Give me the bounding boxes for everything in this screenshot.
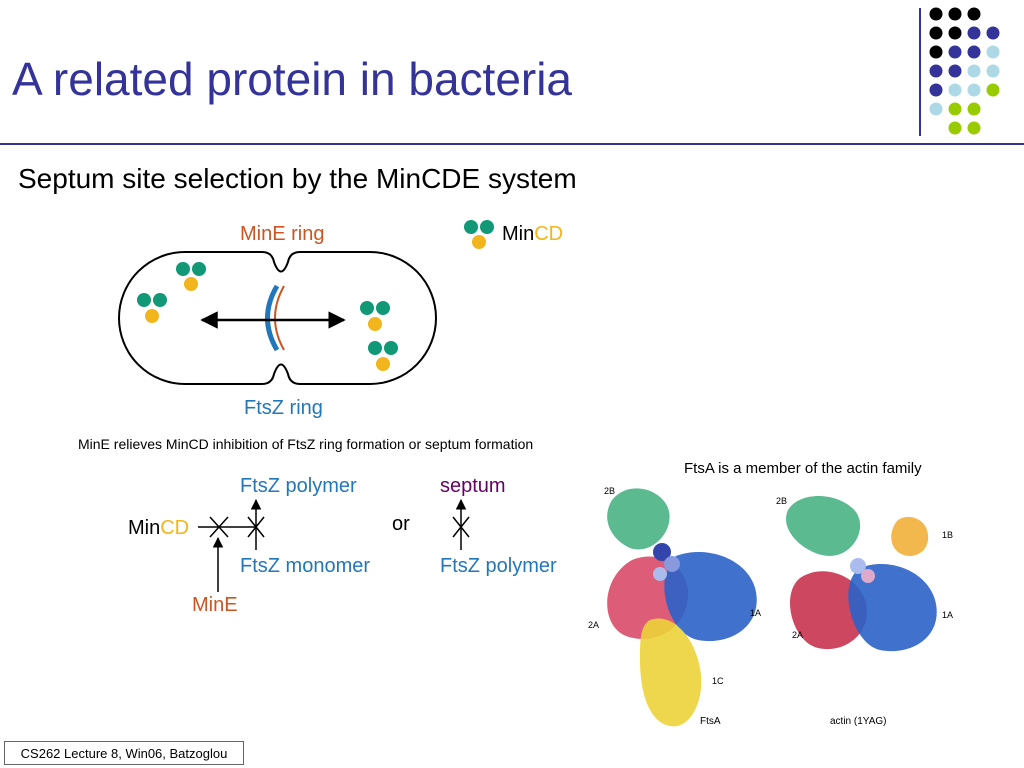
label-ftsz-ring: FtsZ ring xyxy=(244,397,323,419)
decor-dot xyxy=(929,26,943,40)
decor-dot xyxy=(929,83,943,97)
decor-dot xyxy=(967,26,981,40)
decor-dot-grid xyxy=(929,7,1000,135)
ftsa-label-1a: 1A xyxy=(750,608,761,618)
decor-dot xyxy=(967,45,981,59)
pathway-mine: MinE xyxy=(192,594,238,616)
mincd-complex xyxy=(176,262,206,291)
decor-dot xyxy=(967,83,981,97)
pathway-ftsz-polymer-2: FtsZ polymer xyxy=(440,555,557,577)
figure-heading: Septum site selection by the MinCDE syst… xyxy=(18,163,577,194)
label-mine-ring: MinE ring xyxy=(240,223,324,245)
structures-heading: FtsA is a member of the actin family xyxy=(684,460,922,477)
ftsa-label-2a: 2A xyxy=(588,620,599,630)
cell-outline xyxy=(118,251,437,385)
pathway-septum: septum xyxy=(440,475,506,497)
mincd-complex xyxy=(137,293,167,323)
decor-dot xyxy=(948,26,962,40)
actin-label-1b: 1B xyxy=(942,530,953,540)
pathway-ftsz-monomer: FtsZ monomer xyxy=(240,555,370,577)
mincd-legend-icon xyxy=(464,220,494,249)
decor-dot xyxy=(929,7,943,21)
mine-ring xyxy=(274,285,285,351)
pathway-or: or xyxy=(392,513,410,535)
ftsa-label-1c: 1C xyxy=(712,676,724,686)
decor-dot xyxy=(967,64,981,78)
slide-title: A related protein in bacteria xyxy=(12,53,573,105)
actin-label-2a: 2A xyxy=(792,630,803,640)
decor-dot xyxy=(948,64,962,78)
decor-dot xyxy=(967,7,981,21)
decor-dot xyxy=(929,45,943,59)
decor-dot xyxy=(948,7,962,21)
decor-dot xyxy=(948,102,962,116)
decor-dot xyxy=(929,64,943,78)
decor-vertical-rule xyxy=(919,8,921,136)
title-divider xyxy=(0,143,1024,145)
decor-dot xyxy=(948,121,962,135)
pathway-mincd-label: MinCD xyxy=(128,517,189,539)
pathway-ftsz-polymer: FtsZ polymer xyxy=(240,475,357,497)
decor-dot xyxy=(929,102,943,116)
mincd-complex xyxy=(360,301,390,331)
inhibition-cross xyxy=(209,516,229,538)
ftsa-structure-image xyxy=(607,488,757,727)
decor-dot xyxy=(967,121,981,135)
legend-mincd-label: MinCD xyxy=(502,223,563,245)
decor-dot xyxy=(967,102,981,116)
actin-label-2b: 2B xyxy=(776,496,787,506)
mincd-complex xyxy=(368,341,398,371)
decor-dot xyxy=(986,45,1000,59)
actin-structure-image xyxy=(786,495,937,652)
decor-dot xyxy=(986,26,1000,40)
ftsa-label-2b: 2B xyxy=(604,486,615,496)
figure-caption: MinE relieves MinCD inhibition of FtsZ r… xyxy=(78,436,533,452)
decor-dot xyxy=(986,83,1000,97)
mincde-figure: Septum site selection by the MinCDE syst… xyxy=(18,163,953,727)
septum-cross xyxy=(452,516,470,538)
decor-dot xyxy=(948,45,962,59)
polymerization-cross xyxy=(247,516,265,538)
ftsa-name: FtsA xyxy=(700,716,721,727)
actin-label-1a: 1A xyxy=(942,610,953,620)
actin-name: actin (1YAG) xyxy=(830,716,887,727)
decor-dot xyxy=(986,64,1000,78)
slide-footer: CS262 Lecture 8, Win06, Batzoglou xyxy=(4,741,244,765)
decor-dot xyxy=(948,83,962,97)
